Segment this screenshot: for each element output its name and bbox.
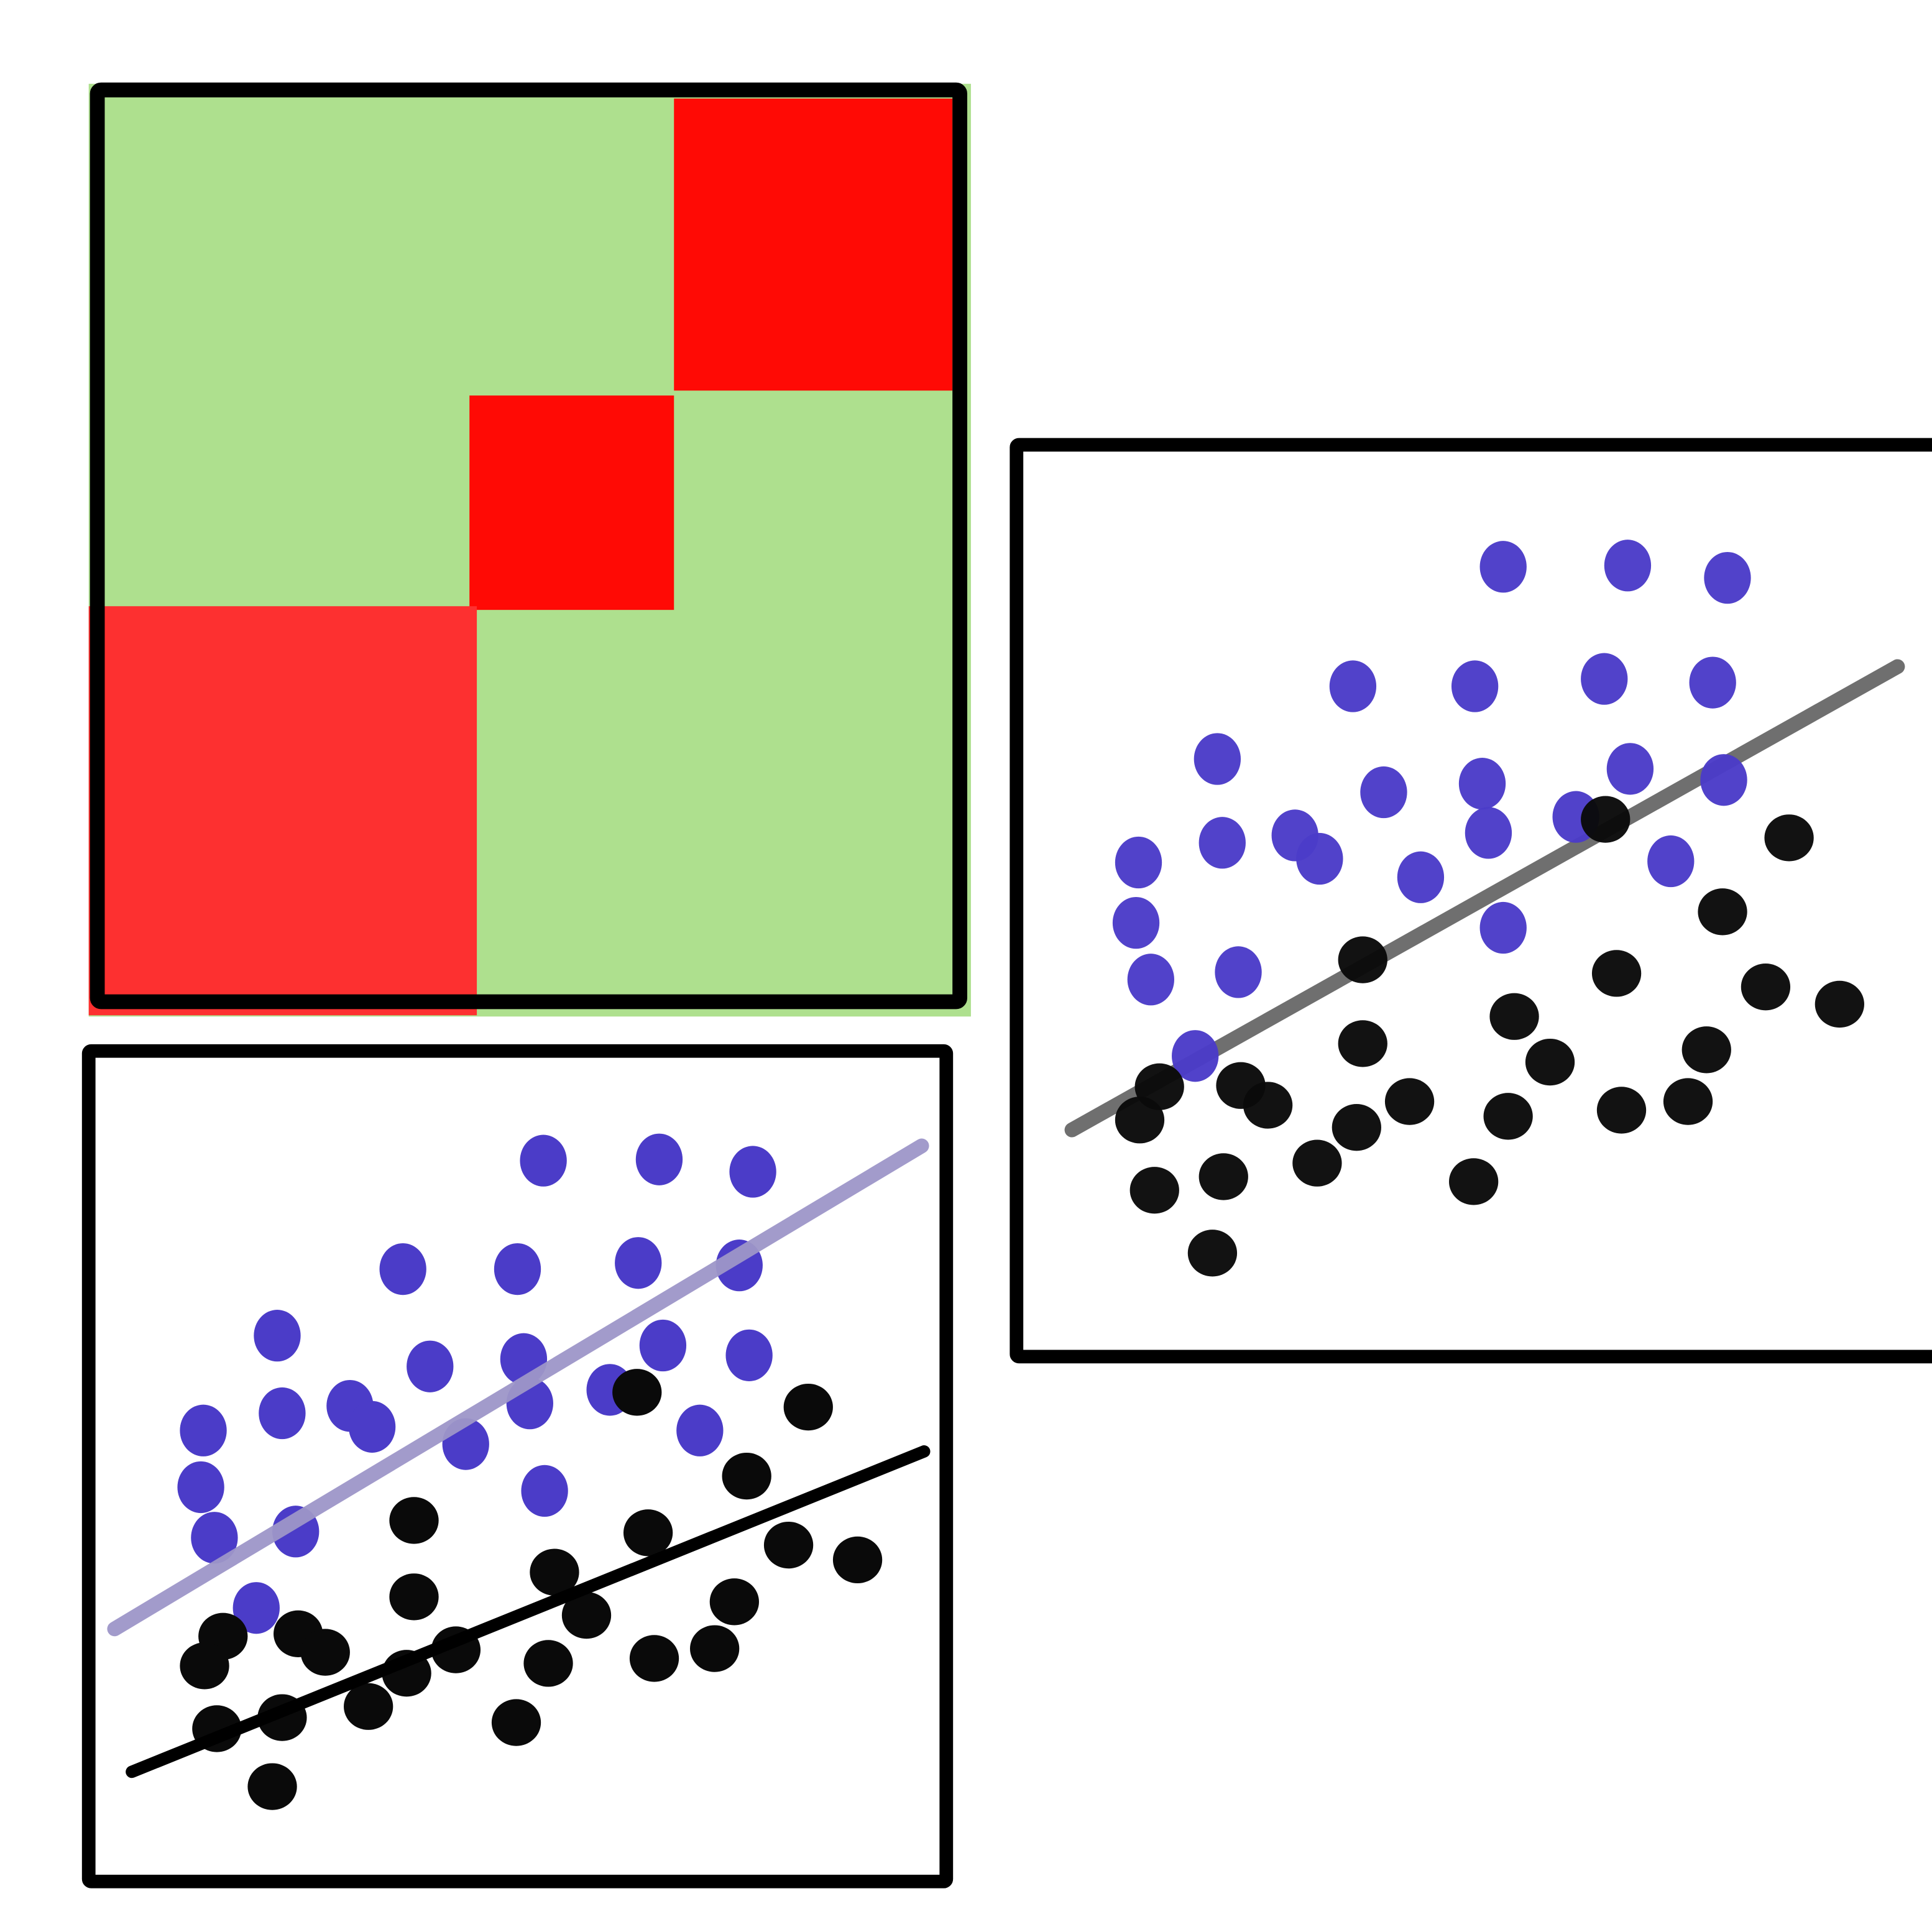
- data-point-class-a: [180, 1404, 227, 1456]
- data-point-class-a: [348, 1401, 396, 1453]
- block-matrix-panel: [88, 82, 971, 1017]
- data-point-class-b: [1591, 950, 1642, 997]
- data-point-class-b: [1129, 1167, 1179, 1214]
- data-point-class-a: [1606, 743, 1654, 795]
- data-point-class-b: [1764, 814, 1814, 862]
- data-point-class-b: [389, 1573, 439, 1621]
- data-point-class-a: [729, 1146, 776, 1198]
- data-point-class-b: [1698, 888, 1747, 936]
- data-point-class-a: [1172, 1030, 1219, 1082]
- data-point-class-a: [1115, 836, 1162, 889]
- data-point-class-a: [1194, 733, 1241, 785]
- data-point-class-b: [1581, 796, 1631, 843]
- data-point-class-b: [1243, 1082, 1293, 1129]
- data-point-class-b: [722, 1452, 771, 1500]
- data-point-class-b: [1815, 980, 1864, 1028]
- data-point-class-a: [1329, 660, 1377, 712]
- data-point-class-b: [1741, 964, 1791, 1011]
- data-point-class-b: [623, 1509, 673, 1557]
- matrix-block-middle: [469, 395, 674, 610]
- data-point-class-a: [259, 1387, 306, 1440]
- data-point-class-b: [612, 1369, 662, 1416]
- data-point-class-b: [1292, 1139, 1342, 1187]
- data-point-class-b: [1338, 1020, 1387, 1067]
- data-point-class-a: [1397, 851, 1445, 903]
- matrix-block-bottom-left: [88, 606, 477, 1016]
- scatter-frame: [81, 1044, 954, 1888]
- data-point-class-b: [1187, 1230, 1238, 1277]
- data-point-class-a: [639, 1319, 687, 1372]
- data-point-class-a: [379, 1243, 426, 1295]
- data-point-class-b: [1338, 936, 1387, 983]
- data-point-class-a: [1689, 656, 1736, 709]
- data-point-class-a: [1700, 754, 1747, 806]
- data-point-class-b: [247, 1763, 297, 1810]
- data-point-class-b: [690, 1625, 740, 1672]
- data-point-class-b: [1384, 1078, 1435, 1125]
- data-point-class-b: [832, 1536, 883, 1584]
- data-point-class-a: [1296, 832, 1343, 885]
- scatter-panel-bottom: [81, 1044, 954, 1888]
- data-point-class-a: [1479, 541, 1527, 593]
- data-point-class-a: [1451, 660, 1499, 712]
- data-point-class-a: [1704, 552, 1751, 604]
- data-point-class-a: [635, 1133, 683, 1185]
- data-point-class-b: [783, 1383, 833, 1431]
- data-point-class-b: [1525, 1038, 1575, 1086]
- data-point-class-a: [1604, 540, 1652, 592]
- data-point-class-b: [1198, 1153, 1248, 1200]
- data-point-class-b: [1332, 1104, 1381, 1151]
- data-point-class-b: [1596, 1087, 1647, 1134]
- data-point-class-b: [561, 1591, 612, 1639]
- data-point-class-a: [232, 1582, 280, 1634]
- data-point-class-a: [177, 1461, 224, 1514]
- scatter-panel-right: [1010, 438, 1932, 1364]
- data-point-class-a: [1360, 766, 1407, 819]
- data-point-class-a: [1647, 835, 1695, 888]
- data-point-class-a: [1112, 897, 1160, 949]
- data-point-class-a: [1215, 946, 1262, 998]
- data-point-class-b: [1663, 1078, 1713, 1125]
- matrix-block-top-right: [674, 98, 953, 391]
- data-point-class-a: [254, 1310, 301, 1362]
- boundary-line-dark: [126, 1445, 931, 1778]
- data-point-class-b: [763, 1521, 814, 1569]
- data-point-class-a: [191, 1512, 238, 1564]
- data-point-class-a: [615, 1237, 662, 1289]
- data-point-class-b: [709, 1578, 759, 1626]
- data-point-class-b: [389, 1497, 439, 1544]
- data-point-class-b: [1449, 1158, 1499, 1205]
- data-point-class-b: [629, 1635, 679, 1682]
- data-point-class-a: [1198, 817, 1246, 869]
- data-point-class-a: [521, 1465, 568, 1517]
- data-point-class-b: [491, 1699, 541, 1746]
- data-point-class-a: [1581, 653, 1628, 705]
- data-point-class-a: [520, 1134, 567, 1187]
- data-point-class-a: [1458, 758, 1506, 810]
- data-point-class-b: [523, 1640, 573, 1687]
- data-point-class-a: [407, 1340, 454, 1392]
- data-point-class-a: [676, 1404, 724, 1456]
- data-point-class-b: [530, 1548, 579, 1596]
- boundary-line-light: [107, 1138, 929, 1637]
- matrix-frame: [90, 82, 967, 1010]
- data-point-class-b: [300, 1629, 350, 1676]
- data-point-class-b: [1489, 993, 1539, 1040]
- data-point-class-b: [1681, 1026, 1731, 1074]
- data-point-class-a: [494, 1243, 541, 1295]
- data-point-class-a: [1465, 807, 1512, 859]
- data-point-class-b: [1115, 1097, 1165, 1144]
- data-point-class-a: [1479, 901, 1527, 954]
- data-point-class-b: [1483, 1093, 1533, 1140]
- data-point-class-b: [344, 1683, 393, 1730]
- data-point-class-b: [180, 1642, 229, 1690]
- data-point-class-a: [1127, 954, 1174, 1006]
- data-point-class-a: [725, 1329, 773, 1381]
